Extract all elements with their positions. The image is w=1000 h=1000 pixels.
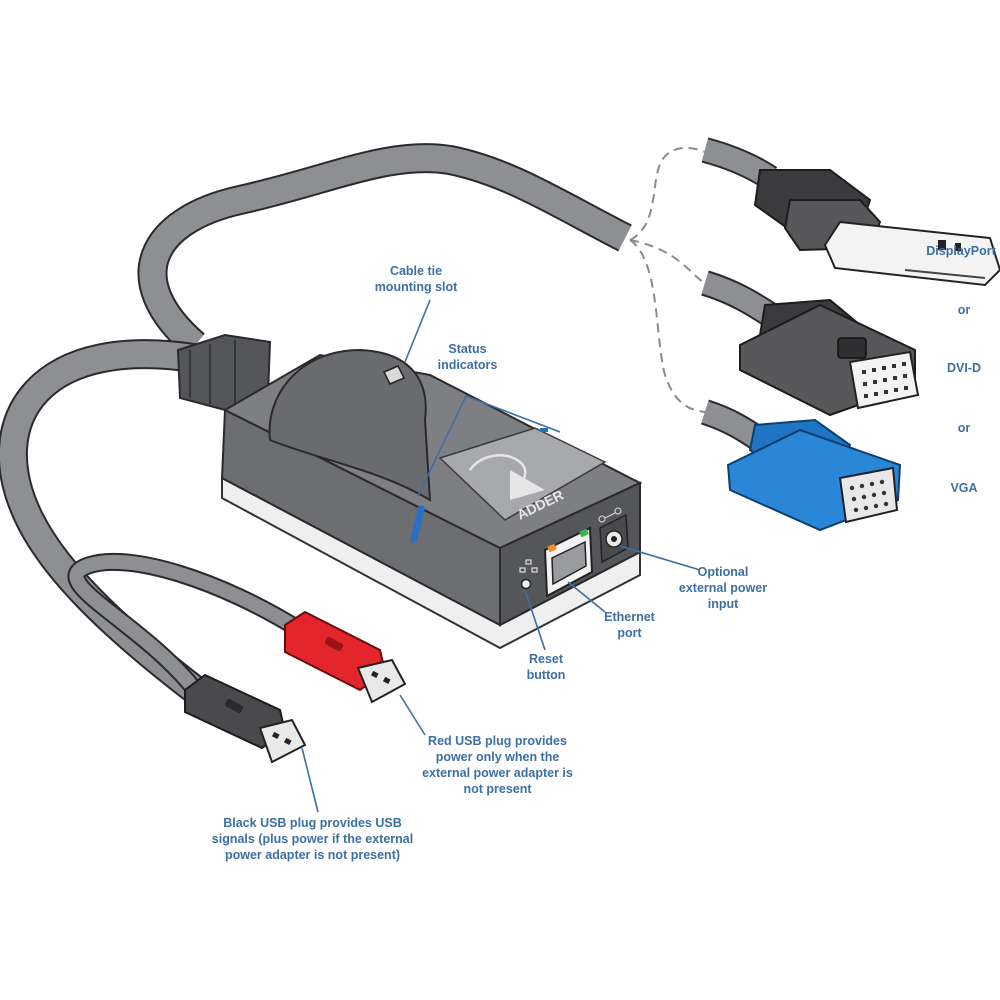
network-icon bbox=[519, 559, 538, 573]
leader-lines bbox=[301, 299, 701, 813]
red-usb-plug bbox=[284, 610, 407, 704]
dvid-connector bbox=[701, 270, 920, 417]
vga-connector bbox=[700, 399, 902, 532]
video-cable bbox=[137, 143, 632, 357]
usb-cables bbox=[0, 339, 305, 702]
vga-label: VGA bbox=[950, 481, 978, 495]
ethernet-led-orange bbox=[547, 543, 557, 553]
status-indicator-led bbox=[410, 505, 425, 543]
or-label-2: or bbox=[957, 421, 971, 435]
ethernet-led-green bbox=[579, 528, 589, 538]
or-label-1: or bbox=[957, 303, 971, 317]
dvid-label: DVI-D bbox=[946, 361, 982, 375]
adapter-body: ADDER bbox=[176, 333, 643, 650]
reset-button bbox=[520, 578, 532, 590]
displayport-label: DisplayPort bbox=[926, 244, 996, 258]
status-indicator-led-top bbox=[540, 428, 548, 432]
black-usb-plug bbox=[184, 673, 307, 764]
connector-options-dashes bbox=[629, 146, 706, 413]
displayport-connector bbox=[701, 137, 1000, 287]
polarity-icon bbox=[598, 507, 622, 523]
